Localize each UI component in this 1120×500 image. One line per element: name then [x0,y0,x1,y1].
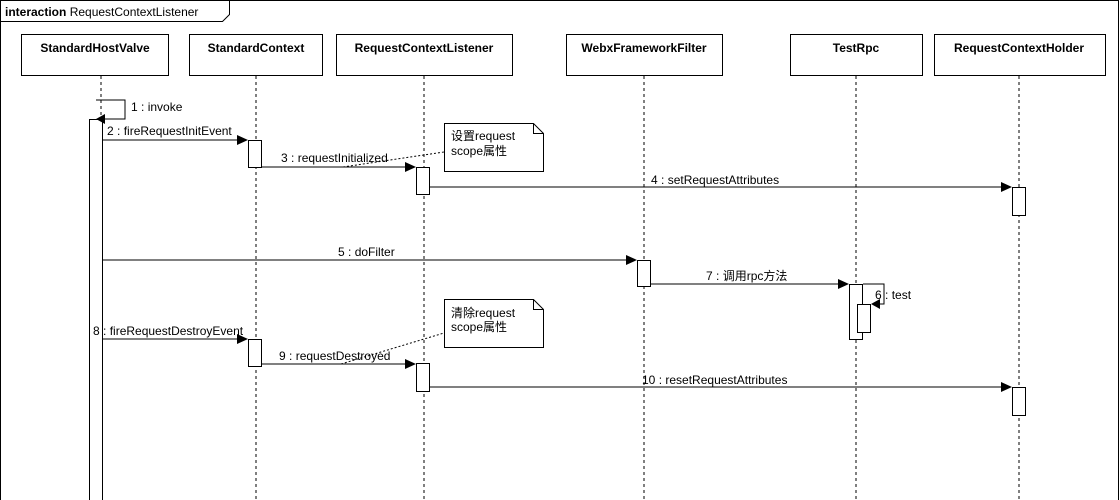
note-line: 设置request [451,129,516,143]
message-call-rpc-method[interactable]: 7 : 调用rpc方法 [651,268,849,289]
note-anchor [340,332,445,365]
message-label: 4 : setRequestAttributes [651,173,779,187]
message-fire-request-init-event[interactable]: 2 : fireRequestInitEvent [103,124,248,145]
message-label: 2 : fireRequestInitEvent [107,124,232,138]
activation-bar [89,119,103,500]
lifeline-request-context-holder[interactable]: RequestContextHolder [934,34,1106,500]
lifeline-name: TestRpc [833,41,880,55]
lifeline-name: StandardHostValve [40,41,150,55]
lifeline-request-context-listener[interactable]: RequestContextListener [336,34,513,500]
message-fire-request-destroy-event[interactable]: 8 : fireRequestDestroyEvent [93,324,248,344]
activation-bar [248,339,262,367]
frame-label: interaction RequestContextListener [5,5,198,19]
note-clear-request-scope[interactable]: 清除request scope属性 [340,299,544,365]
message-set-request-attributes[interactable]: 4 : setRequestAttributes [430,173,1012,192]
message-label: 5 : doFilter [338,245,395,259]
activation-bar [1012,387,1026,416]
activation-bar [637,260,651,287]
message-invoke[interactable]: 1 : invoke [96,99,183,124]
message-do-filter[interactable]: 5 : doFilter [103,245,637,265]
lifeline-name: RequestContextListener [355,41,494,55]
note-anchor [342,151,445,168]
activation-bar [857,304,871,333]
notes: 设置request scope属性 清除request scope属性 [340,123,544,365]
message-reset-request-attributes[interactable]: 10 : resetRequestAttributes [430,373,1012,392]
message-label: 9 : requestDestroyed [279,349,390,363]
activation-bar [416,363,430,392]
activation-bar [248,140,262,168]
message-request-initialized[interactable]: 3 : requestInitialized [262,151,416,172]
lifeline-name: WebxFrameworkFilter [581,41,706,55]
lifeline-name: RequestContextHolder [954,41,1084,55]
note-line: scope属性 [451,320,507,334]
note-line: 清除request [451,305,516,320]
message-request-destroyed[interactable]: 9 : requestDestroyed [262,349,416,369]
note-line: scope属性 [451,144,507,158]
activation-bar [1012,187,1026,216]
lifelines: StandardHostValve StandardContext Reques… [21,34,1106,500]
lifeline-test-rpc[interactable]: TestRpc [790,34,923,500]
activations [89,119,1026,500]
note-set-request-scope[interactable]: 设置request scope属性 [342,123,544,172]
message-label: 3 : requestInitialized [281,151,388,165]
message-label: 10 : resetRequestAttributes [642,373,787,387]
message-label: 7 : 调用rpc方法 [706,268,787,283]
lifeline-webx-framework-filter[interactable]: WebxFrameworkFilter [566,34,723,500]
message-label: 6 : test [875,288,912,302]
activation-bar [416,167,430,195]
lifeline-name: StandardContext [208,41,305,55]
messages: 1 : invoke 2 : fireRequestInitEvent 3 : … [93,99,1012,392]
message-label: 1 : invoke [131,100,183,114]
message-test[interactable]: 6 : test [863,283,912,309]
lifeline-standard-context[interactable]: StandardContext [189,34,323,500]
message-label: 8 : fireRequestDestroyEvent [93,324,244,338]
